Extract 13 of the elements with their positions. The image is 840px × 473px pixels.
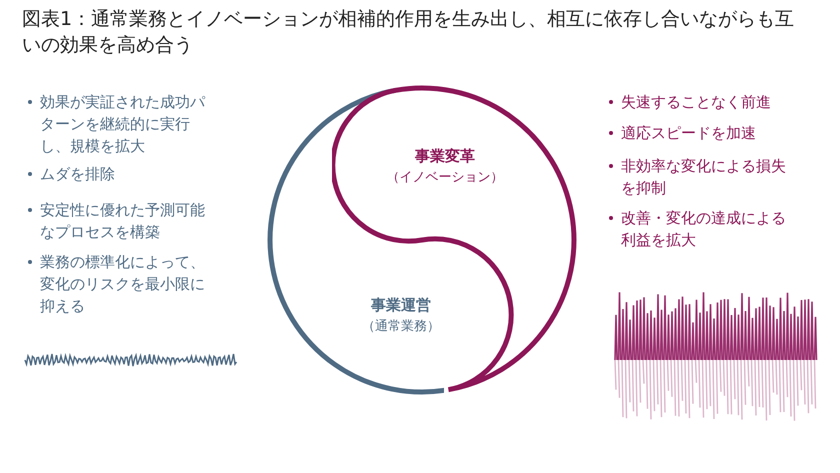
node-subtitle: （イノベーション）: [386, 169, 504, 187]
bullet-text: 安定性に優れた予測可能なプロセスを構築: [28, 199, 210, 243]
bullet-text: ムダを排除: [28, 163, 210, 185]
node-subtitle: （通常業務）: [362, 318, 440, 336]
bullet-text: 非効率な変化による損失を抑制: [609, 155, 790, 199]
bullet-text: 業務の標準化によって、変化のリスクを最小限に抑える: [28, 251, 210, 317]
bullet-text: 改善・変化の達成による利益を拡大: [609, 207, 790, 251]
node-heading: 事業変革: [415, 146, 475, 166]
bullet-text: 効果が実証された成功パターンを継続的に実行し、規模を拡大: [28, 91, 210, 157]
node-heading: 事業運営: [371, 295, 431, 315]
bullet-text: 適応スピードを加速: [609, 122, 790, 144]
bullet-text: 失速することなく前進: [609, 91, 790, 113]
figure-title: 図表1：通常業務とイノベーションが相補的作用を生み出し、相互に依存し合いながらも互いの効果を高め合う: [22, 7, 796, 58]
